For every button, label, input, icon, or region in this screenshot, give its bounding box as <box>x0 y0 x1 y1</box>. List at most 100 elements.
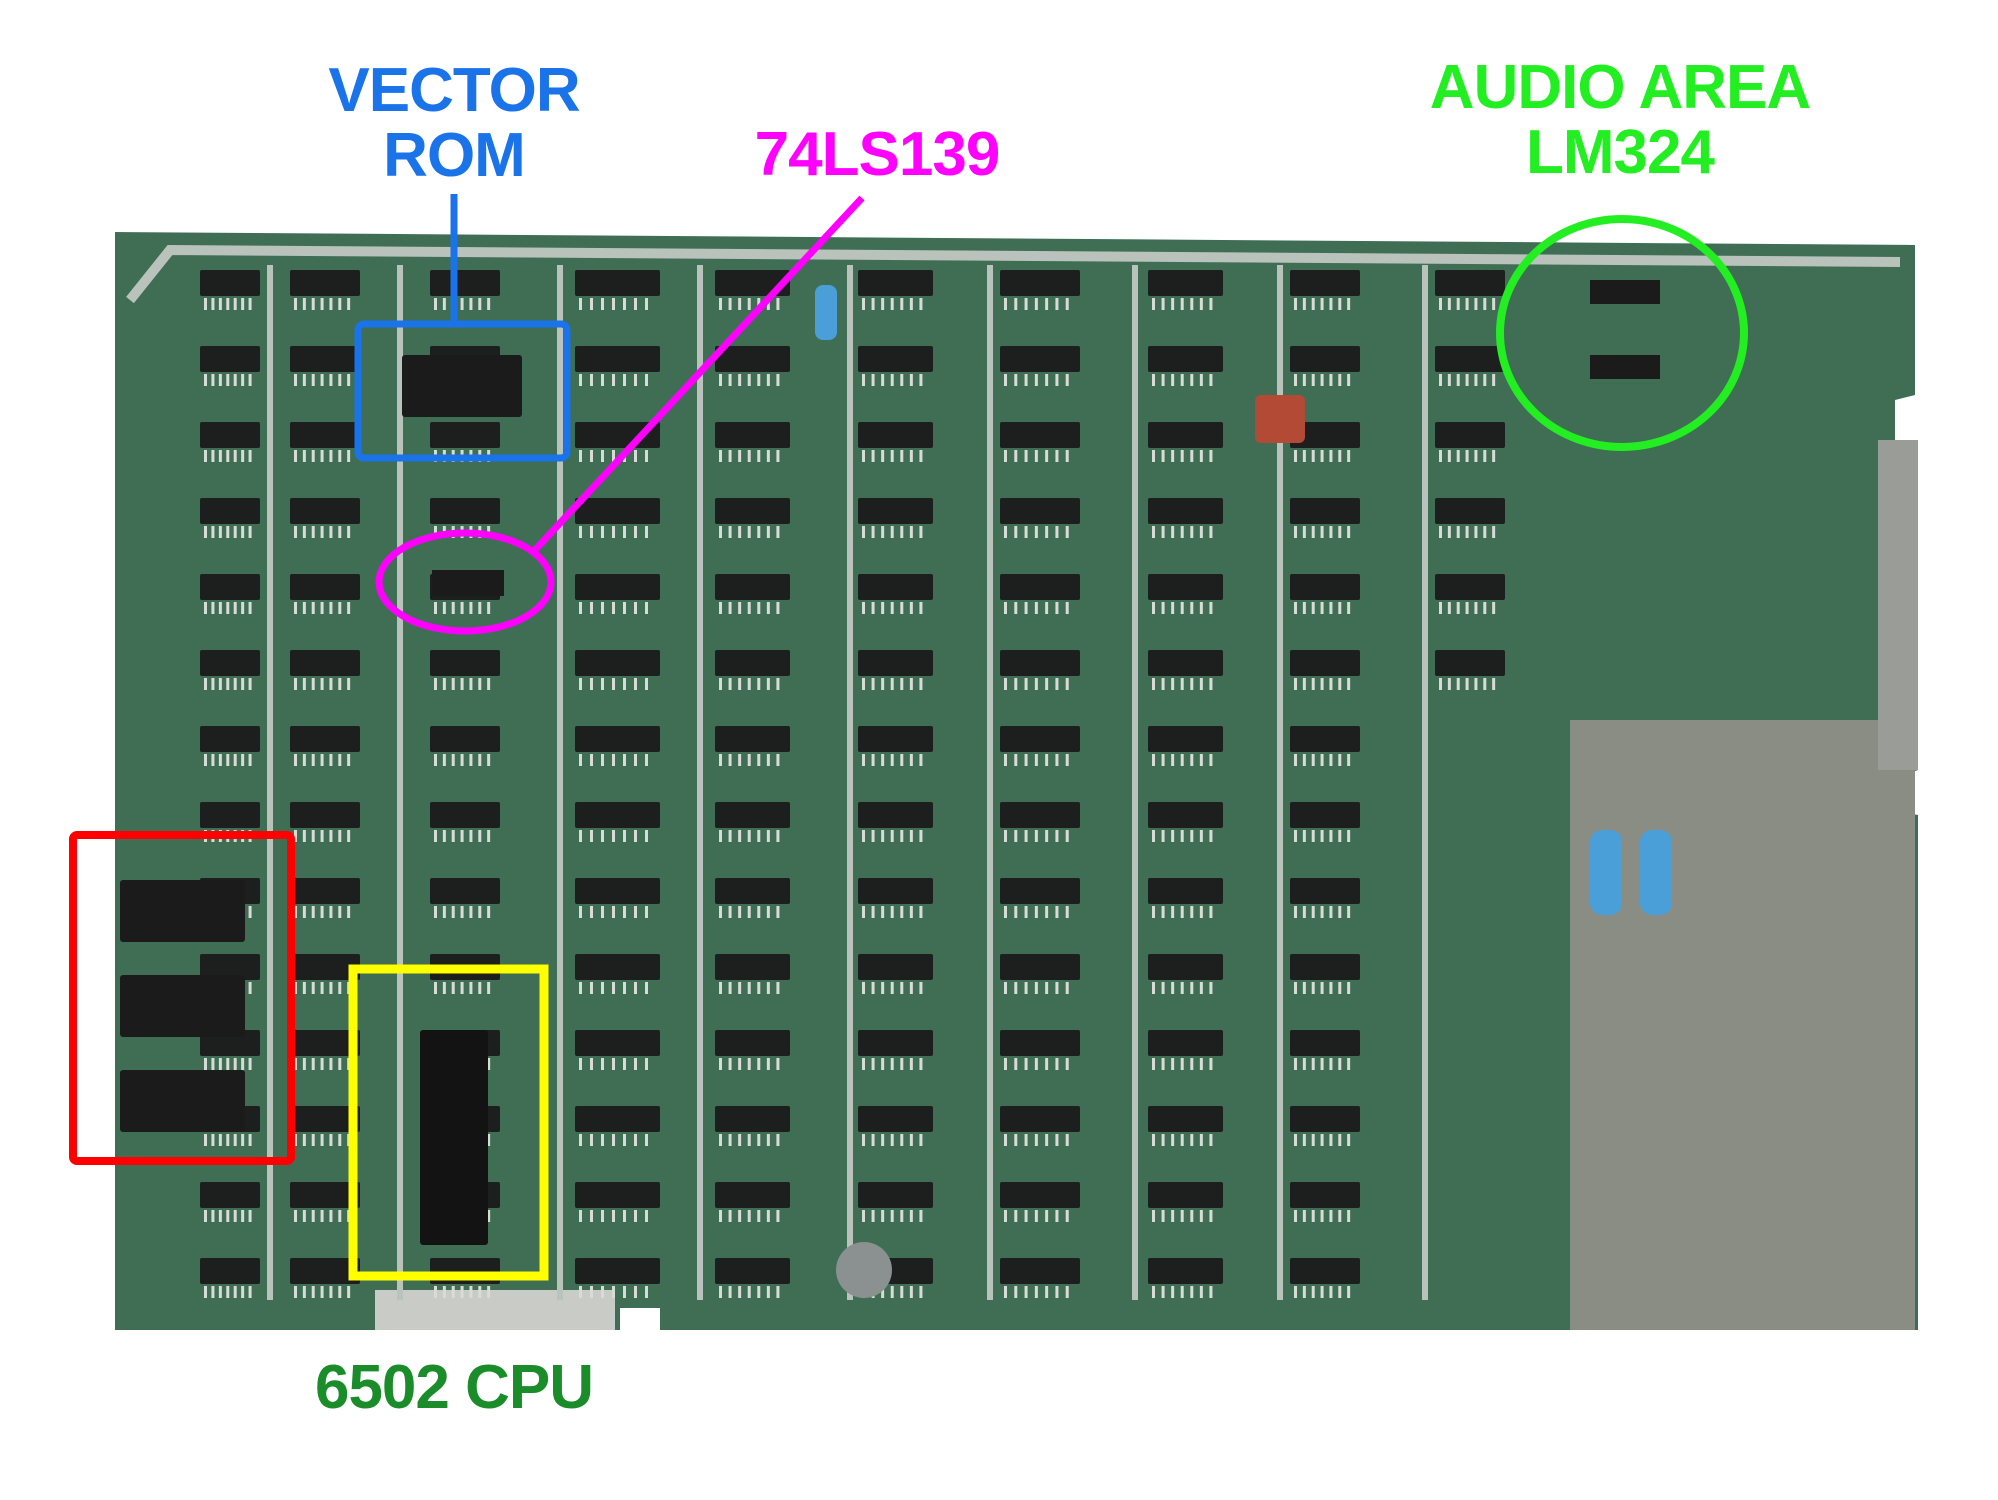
ic-pin <box>1311 374 1315 386</box>
edge-connector <box>375 1290 615 1330</box>
ic-pin <box>612 1134 615 1146</box>
ic-pin <box>1294 374 1297 386</box>
ic-chip <box>1290 346 1360 372</box>
ic-chip <box>1000 346 1080 372</box>
ic-pin <box>1004 678 1007 690</box>
ic-pin <box>862 754 865 766</box>
ic-pin <box>1152 1134 1155 1146</box>
ic-pin <box>909 450 913 462</box>
ic-pin <box>442 298 446 310</box>
ic-pin <box>645 298 648 310</box>
ic-pin <box>590 298 593 310</box>
ic-chip <box>430 878 500 904</box>
ic-pin <box>1311 754 1315 766</box>
ic-pin <box>728 1058 732 1070</box>
ic-pin <box>1024 602 1028 614</box>
ic-pin <box>634 830 637 842</box>
ic-pin <box>1190 450 1194 462</box>
ic-pin <box>1294 1058 1297 1070</box>
ic-pin <box>1347 602 1351 614</box>
ic-chip <box>715 498 790 524</box>
ic-pin <box>590 1210 593 1222</box>
ic-pin <box>1447 298 1451 310</box>
ic-pin <box>1338 526 1342 538</box>
ic-pin <box>612 1286 615 1298</box>
ic-pin <box>590 526 593 538</box>
ic-pin <box>1180 754 1184 766</box>
ic-chip <box>715 1182 790 1208</box>
ic-pin <box>320 450 324 462</box>
ic-pin <box>1034 678 1038 690</box>
ic-pin <box>1320 754 1324 766</box>
ic-chip <box>1000 1106 1080 1132</box>
ic-pin <box>909 1210 913 1222</box>
ic-pin <box>1161 1286 1165 1298</box>
ic-pin <box>1190 678 1194 690</box>
ic-pin <box>311 450 315 462</box>
ic-pin <box>1311 982 1315 994</box>
ic-pin <box>1447 678 1451 690</box>
ic-pin <box>211 678 215 690</box>
ic-pin <box>241 526 245 538</box>
ic-pin <box>645 450 648 462</box>
electrolytic-capacitor <box>1590 830 1622 915</box>
ic-chip <box>1000 954 1080 980</box>
ic-pin <box>218 1286 222 1298</box>
ic-pin <box>579 1058 582 1070</box>
ic-pin <box>347 754 351 766</box>
ic-pin <box>612 602 615 614</box>
ic-chip <box>858 954 933 980</box>
ic-pin <box>757 830 761 842</box>
ic-pin <box>579 906 582 918</box>
ic-pin <box>241 678 245 690</box>
ic-pin <box>645 1286 648 1298</box>
ic-pin <box>1014 1286 1018 1298</box>
ic-pin <box>1004 1134 1007 1146</box>
ic-pin <box>871 374 875 386</box>
ic-pin <box>1055 1286 1059 1298</box>
ic-pin <box>579 1134 582 1146</box>
ic-pin <box>347 298 351 310</box>
ic-pin <box>890 298 894 310</box>
ic-pin <box>347 374 351 386</box>
ic-pin <box>1474 298 1478 310</box>
ic-pin <box>1171 1058 1175 1070</box>
ic-pin <box>900 982 904 994</box>
ic-pin <box>1329 678 1333 690</box>
ic-pin <box>1024 982 1028 994</box>
ic-chip <box>200 726 260 752</box>
ic-pin <box>1474 602 1478 614</box>
ic-pin <box>728 754 732 766</box>
ic-pin <box>900 374 904 386</box>
ic-pin <box>434 754 437 766</box>
ic-pin <box>645 982 648 994</box>
ic-pin <box>1161 678 1165 690</box>
decoder-highlight-ellipse <box>375 529 555 635</box>
ic-pin <box>1024 374 1028 386</box>
ic-pin <box>766 602 770 614</box>
ic-chip <box>575 270 660 296</box>
ic-pin <box>719 754 722 766</box>
ic-pin <box>1465 450 1469 462</box>
ic-pin <box>776 298 780 310</box>
ic-chip <box>575 346 660 372</box>
ic-pin <box>204 374 207 386</box>
ic-pin <box>1190 1210 1194 1222</box>
ic-pin <box>766 1286 770 1298</box>
ic-pin <box>329 982 333 994</box>
ic-pin <box>1180 906 1184 918</box>
ic-pin <box>211 1286 215 1298</box>
lm324-chip <box>1590 280 1660 304</box>
ic-pin <box>1190 298 1194 310</box>
ic-chip <box>858 878 933 904</box>
ic-pin <box>248 678 252 690</box>
ic-pin <box>590 830 593 842</box>
ic-pin <box>919 374 923 386</box>
ic-pin <box>1171 298 1175 310</box>
ic-pin <box>719 906 722 918</box>
ic-pin <box>738 1134 742 1146</box>
ic-pin <box>1024 526 1028 538</box>
ic-pin <box>442 602 446 614</box>
ic-pin <box>623 526 626 538</box>
